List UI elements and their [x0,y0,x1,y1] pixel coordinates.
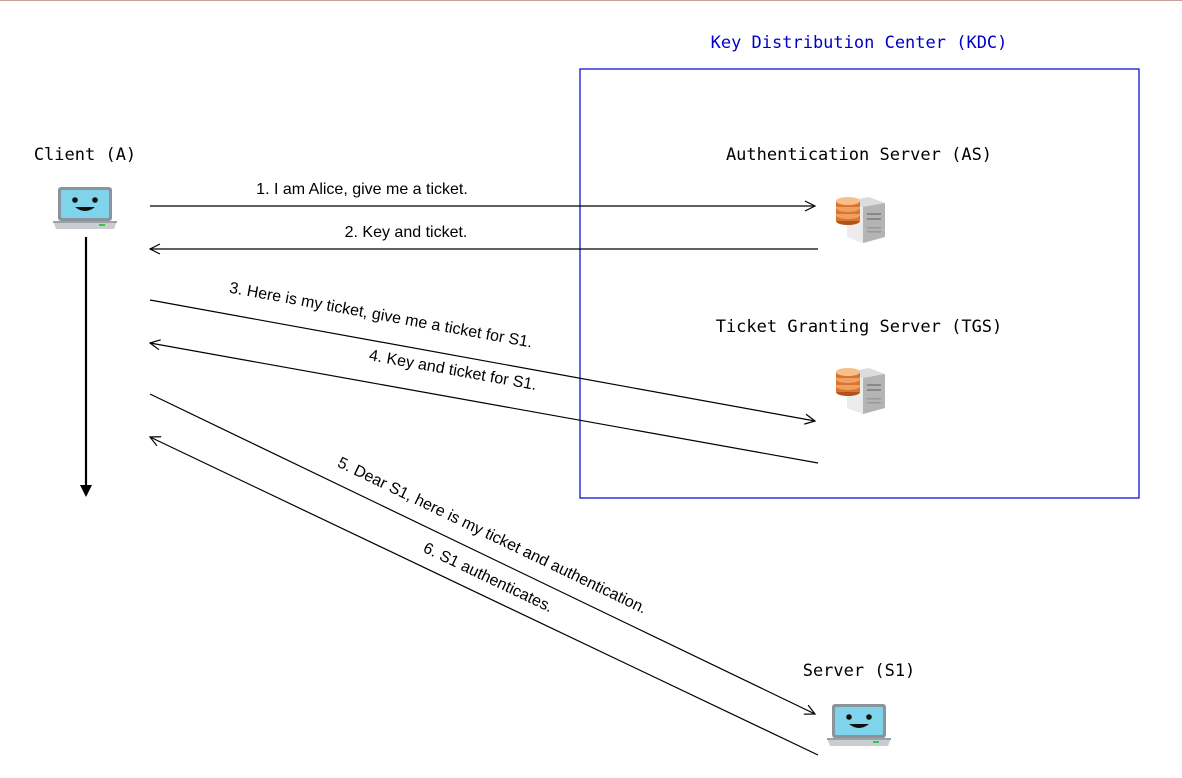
message-5-label: 5. Dear S1, here is my ticket and authen… [335,454,649,617]
client-laptop-icon [53,187,117,229]
top-rule [0,0,1182,1]
message-2-label: 2. Key and ticket. [345,224,468,241]
message-3-arrow [149,299,815,421]
tgs-database-server-icon [836,368,885,414]
server-label: Server (S1) [803,661,916,681]
kdc-box [579,68,1140,499]
server-laptop-icon [827,704,891,746]
kdc-title: Key Distribution Center (KDC) [711,33,1008,53]
message-5-arrow [149,393,815,714]
message-3-label: 3. Here is my ticket, give me a ticket f… [228,280,534,352]
message-4-arrow [150,343,819,464]
message-6-arrow [150,437,819,756]
as-label: Authentication Server (AS) [726,145,992,165]
as-database-server-icon [836,197,885,243]
tgs-label: Ticket Granting Server (TGS) [716,317,1003,337]
client-label: Client (A) [34,145,136,165]
message-1-label: 1. I am Alice, give me a ticket. [256,181,468,198]
